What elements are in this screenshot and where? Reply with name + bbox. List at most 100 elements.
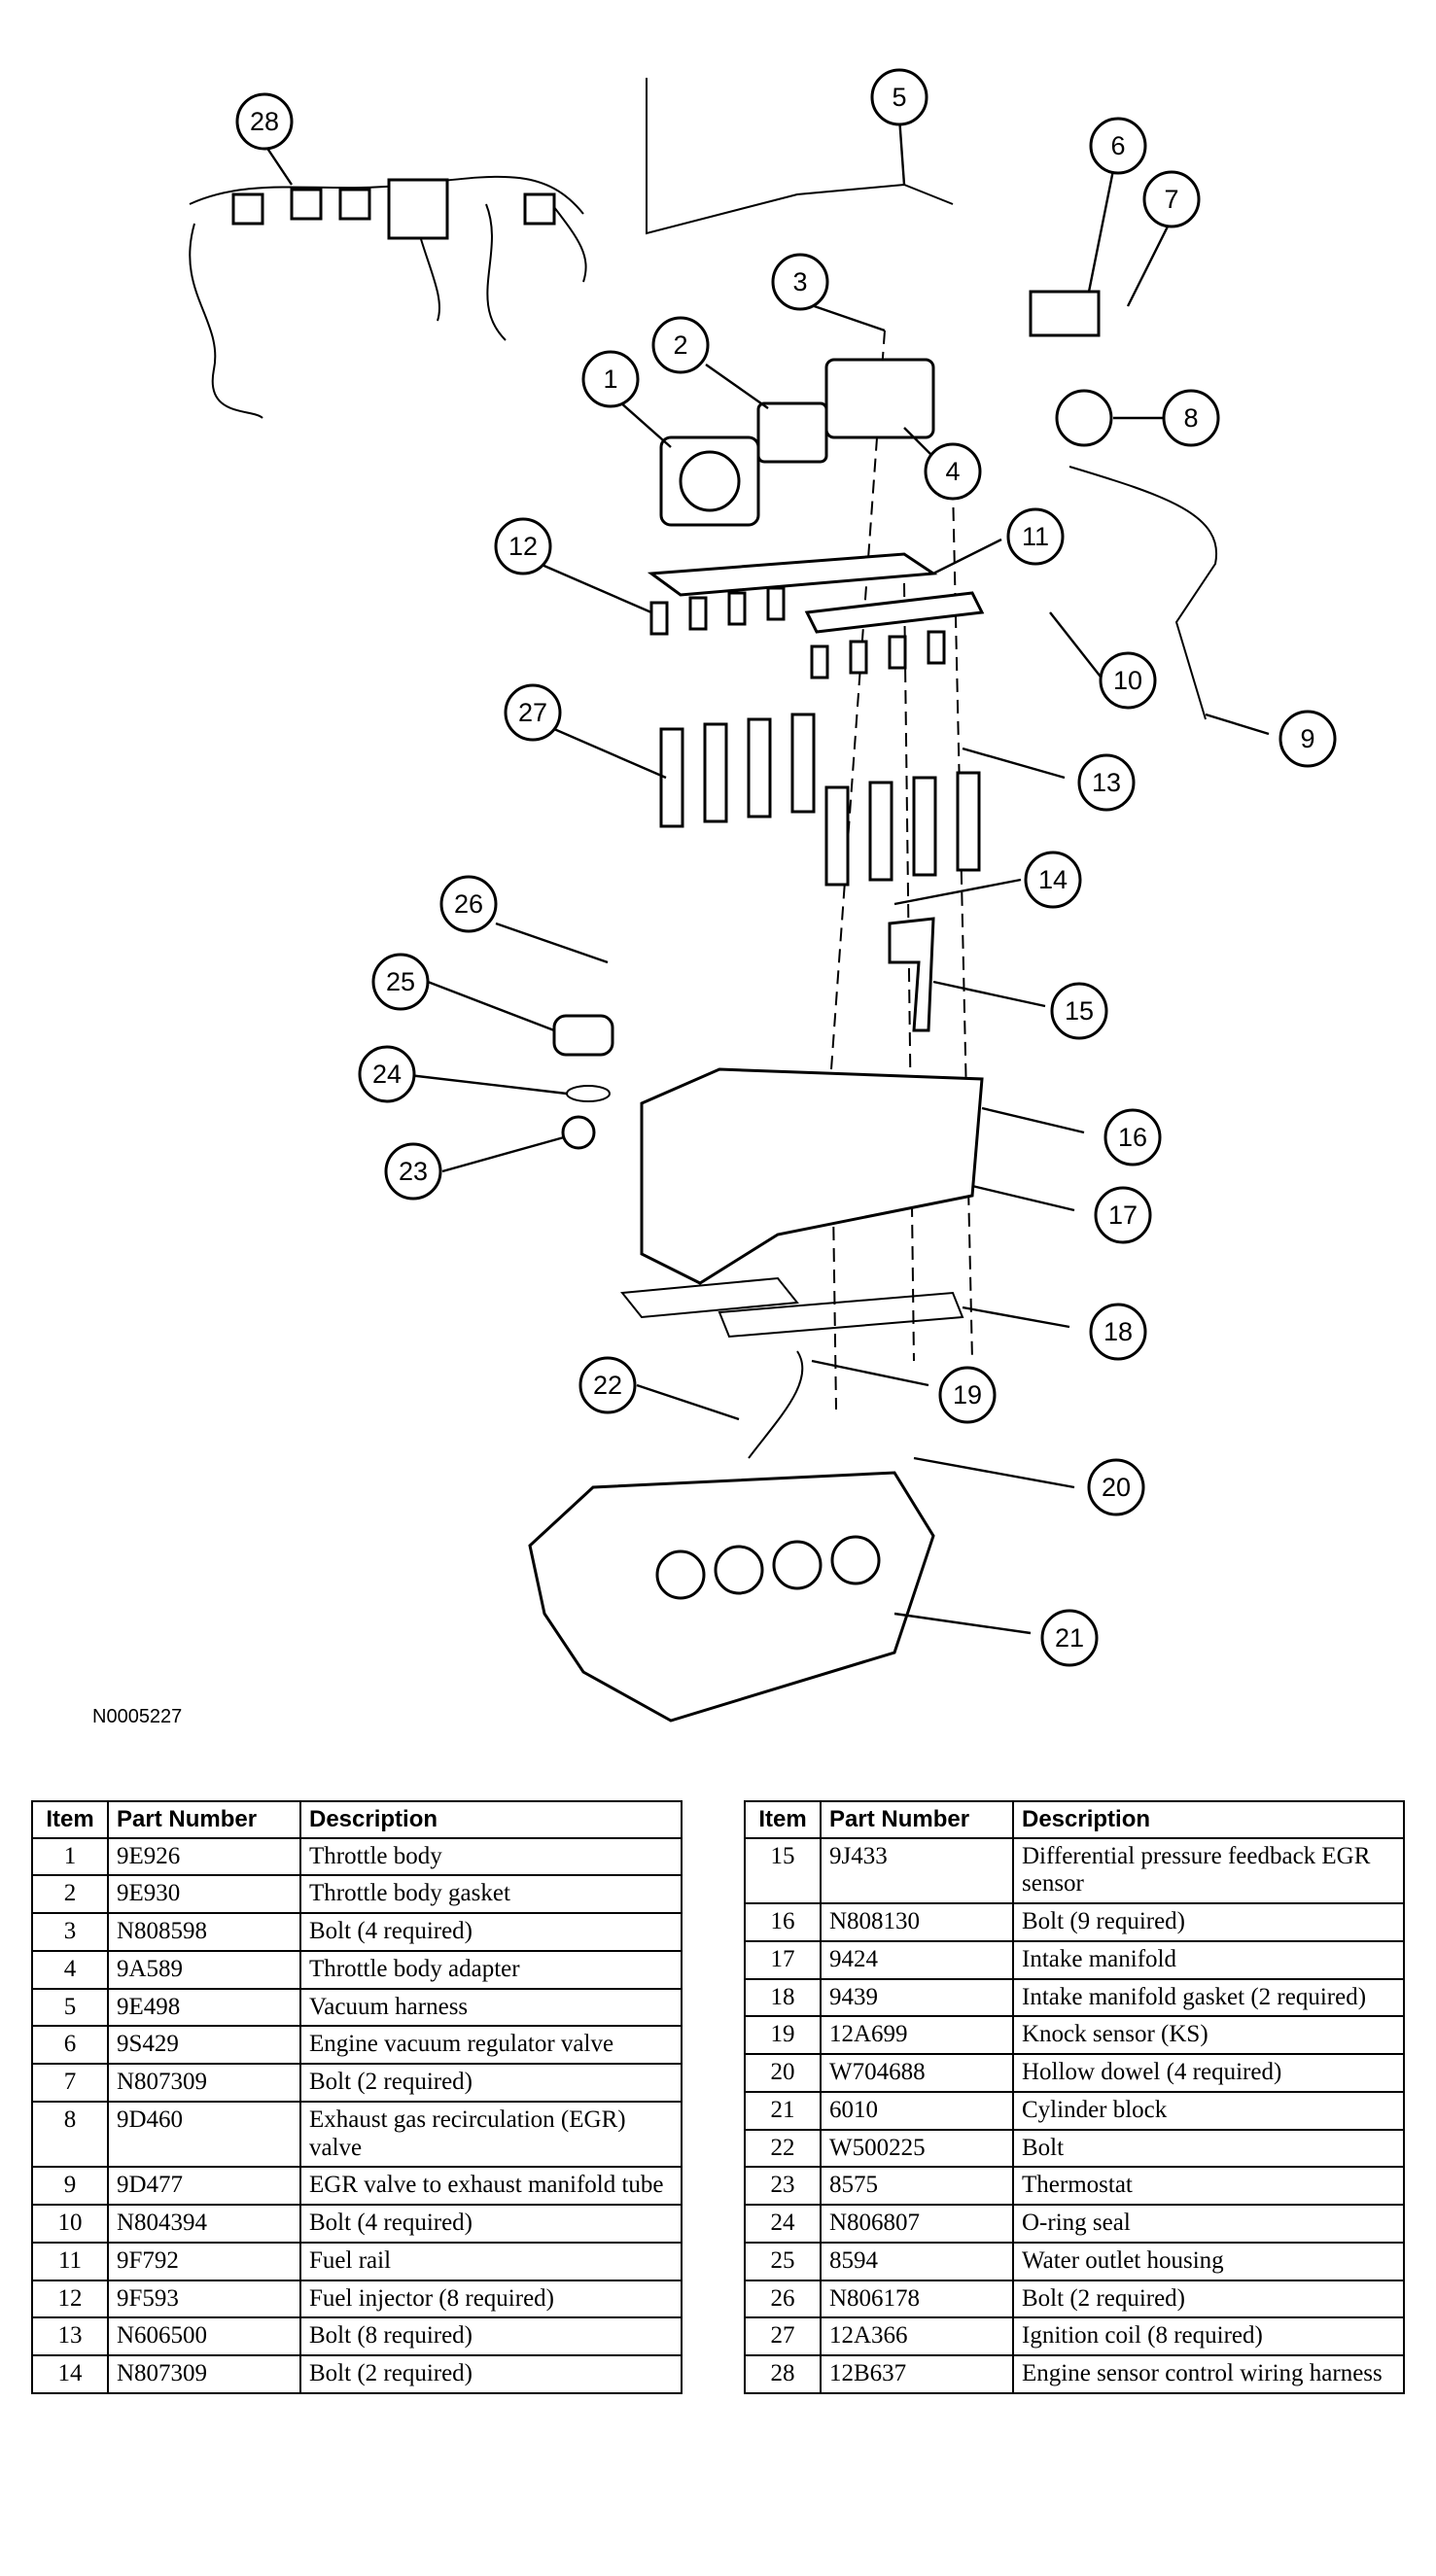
cylinder-bores (655, 1535, 881, 1600)
cell-item: 9 (31, 2166, 109, 2207)
cell-part-number: 9A589 (107, 1949, 301, 1990)
cell-item: 21 (744, 2090, 822, 2131)
cell-description: Intake manifold gasket (2 required) (1012, 1977, 1405, 2018)
cell-part-number: 9F792 (107, 2241, 301, 2281)
cell-item: 25 (744, 2241, 822, 2281)
callout-13: 13 (1077, 753, 1136, 812)
svg-text:12: 12 (508, 532, 538, 561)
cell-item: 3 (31, 1912, 109, 1952)
cell-part-number: N808598 (107, 1912, 301, 1952)
cell-description: Fuel rail (299, 2241, 683, 2281)
svg-text:19: 19 (953, 1380, 982, 1410)
cell-description: EGR valve to exhaust manifold tube (299, 2166, 683, 2207)
fuel-rail-drawing (804, 591, 985, 634)
cell-description: Intake manifold (1012, 1939, 1405, 1980)
cell-description: Hollow dowel (4 required) (1012, 2053, 1405, 2093)
cell-item: 24 (744, 2204, 822, 2244)
throttle-adapter-drawing (824, 358, 935, 439)
svg-text:18: 18 (1103, 1317, 1133, 1346)
cell-part-number: 12A366 (820, 2316, 1014, 2357)
col-header-description: Description (299, 1800, 683, 1839)
callout-6: 6 (1089, 117, 1147, 175)
svg-text:24: 24 (372, 1060, 402, 1089)
col-header-description: Description (1012, 1800, 1405, 1839)
svg-text:2: 2 (673, 331, 687, 360)
callout-9: 9 (1278, 710, 1337, 768)
egr-valve-drawing (1055, 389, 1113, 447)
cell-part-number: 9439 (820, 1977, 1014, 2018)
cell-part-number: 9J433 (820, 1836, 1014, 1905)
cell-item: 19 (744, 2015, 822, 2056)
svg-text:14: 14 (1038, 865, 1068, 894)
knock-sensor-drawing (748, 1350, 804, 1459)
cell-description: O-ring seal (1012, 2204, 1405, 2244)
callout-18: 18 (1089, 1303, 1147, 1361)
cell-part-number: 9D460 (107, 2100, 301, 2169)
callout-14: 14 (1024, 851, 1082, 909)
svg-text:3: 3 (792, 267, 807, 296)
cell-description: Bolt (2 required) (1012, 2279, 1405, 2319)
exploded-engine-diagram: 1 2 3 4 5 6 7 8 9 10 11 12 13 14 15 16 1… (189, 68, 1337, 1723)
cell-description: Bolt (9 required) (1012, 1902, 1405, 1942)
col-header-part-number: Part Number (107, 1800, 301, 1839)
cell-part-number: W500225 (820, 2128, 1014, 2169)
cell-description: Bolt (1012, 2128, 1405, 2169)
cell-description: Vacuum harness (299, 1987, 683, 2028)
col-header-item: Item (744, 1800, 822, 1839)
cell-item: 2 (31, 1874, 109, 1915)
callout-24: 24 (358, 1045, 416, 1103)
cell-description: Thermostat (1012, 2166, 1405, 2207)
svg-text:8: 8 (1183, 403, 1198, 433)
cell-part-number: 6010 (820, 2090, 1014, 2131)
intake-manifold-drawing (640, 1067, 984, 1285)
callout-22: 22 (578, 1356, 637, 1414)
svg-text:13: 13 (1092, 768, 1121, 797)
cell-part-number: N808130 (820, 1902, 1014, 1942)
cell-item: 15 (744, 1836, 822, 1905)
egr-tube-drawing (1068, 466, 1218, 720)
callout-8: 8 (1162, 389, 1220, 447)
cell-item: 14 (31, 2354, 109, 2394)
cell-part-number: 8575 (820, 2166, 1014, 2207)
thermostat-drawing (561, 1115, 596, 1150)
cell-item: 20 (744, 2053, 822, 2093)
svg-text:20: 20 (1102, 1473, 1131, 1502)
cell-part-number: N806807 (820, 2204, 1014, 2244)
figure-id: N0005227 (92, 1706, 183, 1727)
ignition-coils-drawing (659, 713, 981, 887)
callout-17: 17 (1094, 1186, 1152, 1244)
cell-item: 11 (31, 2241, 109, 2281)
cell-item: 28 (744, 2354, 822, 2394)
dpfe-sensor-drawing (888, 917, 935, 1032)
cell-part-number: 8594 (820, 2241, 1014, 2281)
water-outlet-drawing (552, 1014, 614, 1057)
cell-part-number: 9E926 (107, 1836, 301, 1877)
cell-part-number: 9424 (820, 1939, 1014, 1980)
alignment-line (952, 485, 973, 1362)
svg-text:22: 22 (593, 1371, 622, 1400)
fuel-rail-drawing (647, 552, 938, 597)
callout-11: 11 (1006, 507, 1065, 566)
svg-text:26: 26 (454, 889, 483, 919)
callout-20: 20 (1087, 1458, 1145, 1516)
table-header-row: Item Part Number Description (744, 1800, 1405, 1839)
cell-description: Cylinder block (1012, 2090, 1405, 2131)
col-header-part-number: Part Number (820, 1800, 1014, 1839)
svg-text:17: 17 (1108, 1201, 1138, 1230)
svg-text:25: 25 (386, 967, 415, 996)
